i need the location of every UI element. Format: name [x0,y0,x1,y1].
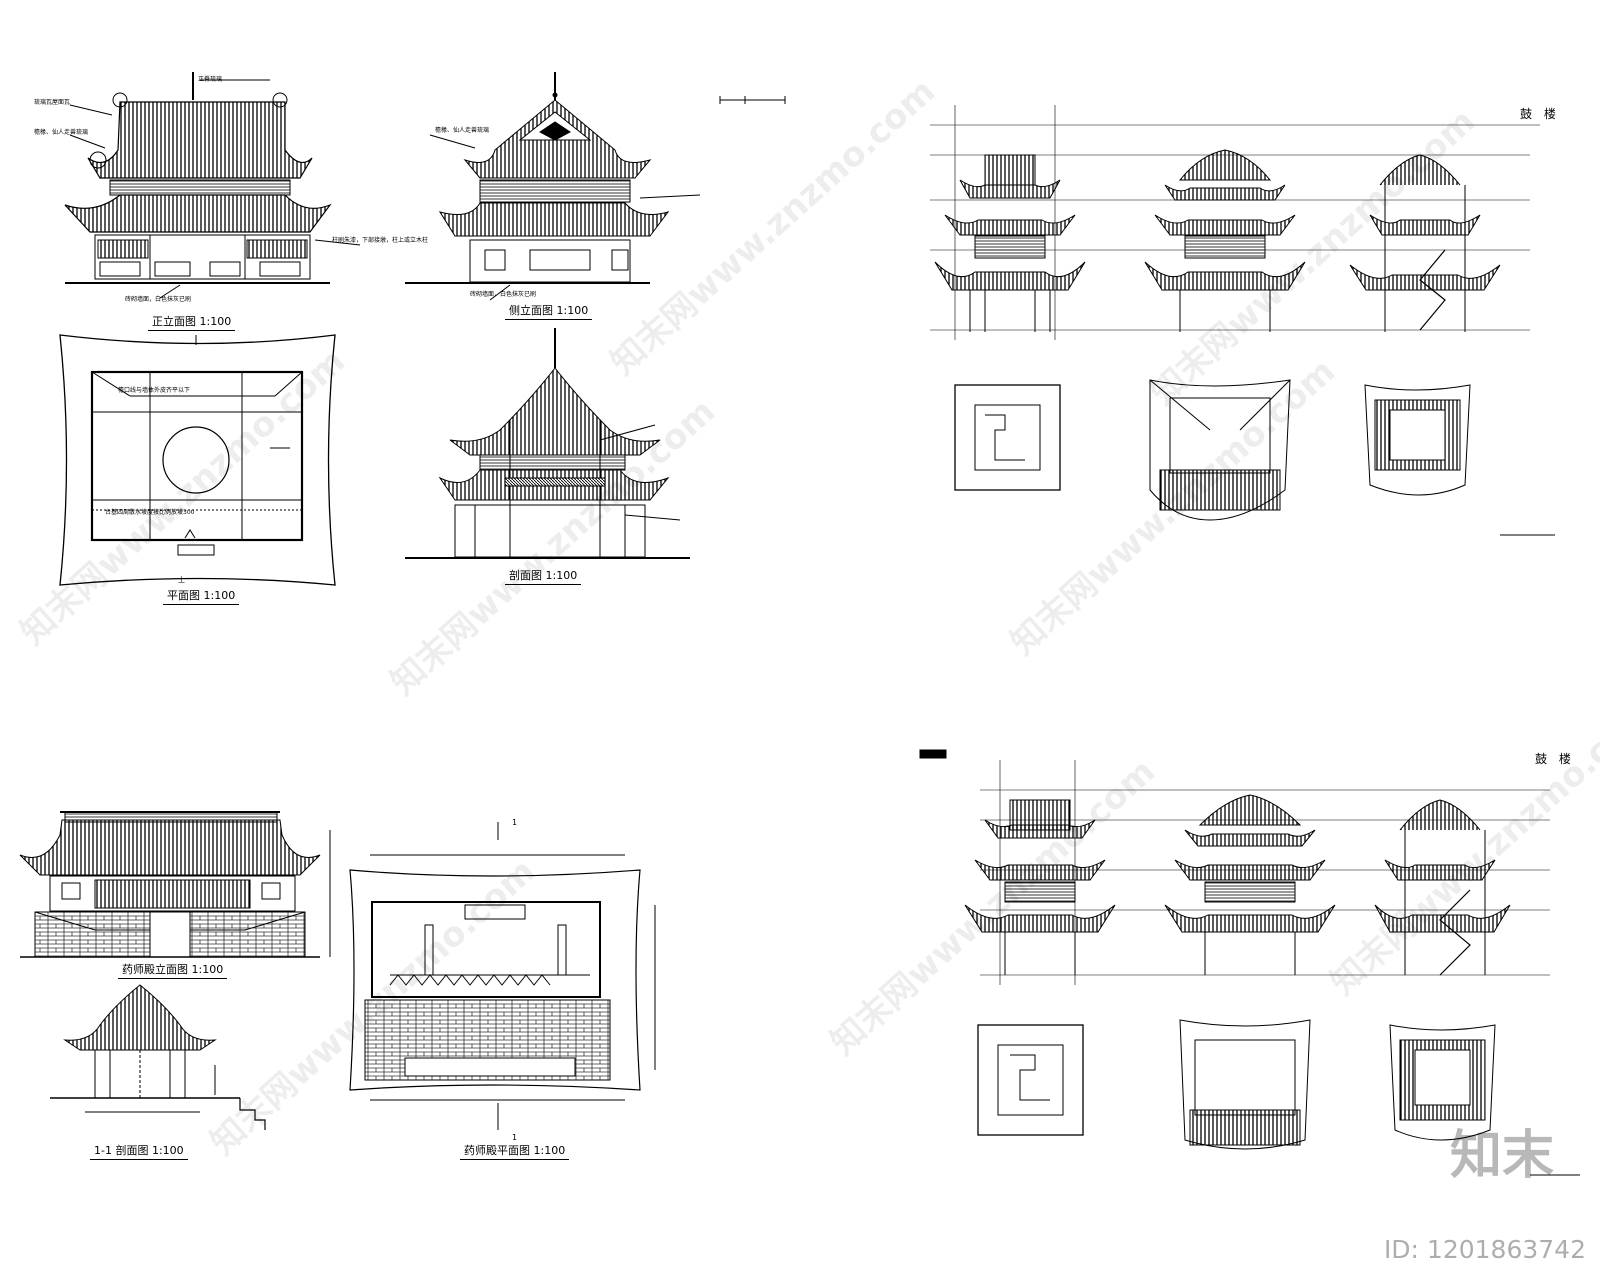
hall-section [50,984,266,1130]
hall-front-elevation [19,811,331,958]
caption-hall-section: 1-1 剖面图 1:100 [90,1142,188,1160]
section-mark-top: 1 [512,818,517,827]
brand-id: ID: 1201863742 [1383,1235,1586,1264]
brand-logo: 知末 [1449,1126,1554,1186]
annotation-roof: 琉璃瓦屋面瓦 [34,98,70,106]
caption-hall-plan: 药师殿平面图 1:100 [460,1142,570,1160]
annotation-eaves: 檐椽、仙人走兽琉璃 [34,128,88,136]
annotation-base: 砖砌墙面，白色抹灰已刷 [125,295,191,303]
annotation-side-eaves: 檐椽、仙人走兽琉璃 [435,126,489,134]
drum-tower-2-title: 鼓 楼 [1535,751,1575,766]
caption-temple-plan: 平面图 1:100 [163,587,240,605]
temple-side-elevation [405,72,786,301]
temple-section [405,328,690,559]
caption-temple-section: 剖面图 1:100 [505,567,582,585]
caption-temple-side: 侧立面图 1:100 [505,302,593,320]
annotation-columns: 柱刷朱漆，下部接墩，柱上或立木柱 [332,236,428,244]
hall-floor-plan [349,822,656,1130]
annotation-ridge: 正脊琉璃 [198,75,222,83]
caption-temple-front: 正立面图 1:100 [148,313,236,331]
plan-note-bottom: 台基四周散水坡度按比例放坡300 [105,508,195,516]
plan-note-top: 檐口线与墙体外皮齐平以下 [118,386,190,394]
drum-tower-1-drawings [930,105,1555,536]
annotation-side-base: 砖砌墙面，白色抹灰已刷 [470,290,536,298]
temple-front-elevation [64,72,361,299]
caption-hall-front: 药师殿立面图 1:100 [118,961,228,979]
temple-floor-plan [59,334,336,586]
drum-tower-2-drawings [919,749,1580,1176]
section-mark-bottom: 1 [512,1133,517,1142]
drum-tower-1-title: 鼓 楼 [1520,106,1560,121]
plan-north-mark: 上 [178,575,185,584]
